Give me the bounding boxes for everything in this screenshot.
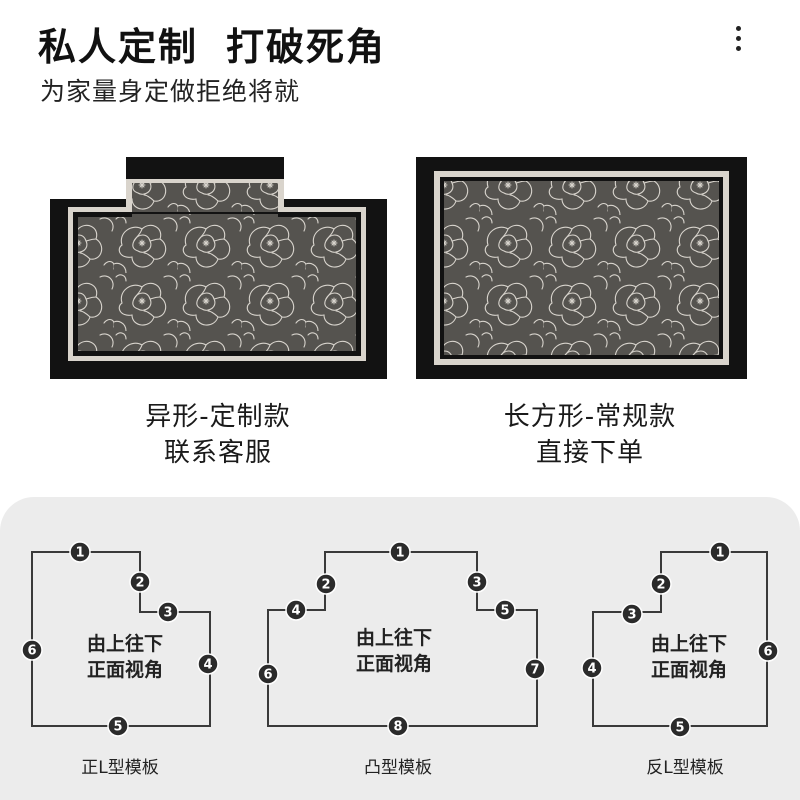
template-name-l: 正L型模板 — [81, 758, 159, 778]
template-outline-reverse-l — [592, 551, 768, 727]
marker-badge-5: 5 — [494, 599, 516, 621]
template-instruction-convex: 由上往下 正面视角 — [329, 625, 459, 677]
marker-label: 6 — [27, 644, 36, 659]
marker-badge-6: 6 — [257, 663, 279, 685]
marker-badge-6: 6 — [21, 639, 43, 661]
caption-line-1: 长方形-常规款 — [503, 402, 677, 432]
title-part-2: 打破死角 — [226, 25, 387, 69]
marker-label: 1 — [715, 546, 724, 561]
product-caption-rectangle: 长方形-常规款 直接下单 — [452, 399, 728, 471]
marker-label: 3 — [627, 608, 636, 623]
caption-line-2: 联系客服 — [163, 438, 272, 468]
marker-badge-1: 1 — [709, 541, 731, 563]
marker-badge-4: 4 — [581, 657, 603, 679]
marker-label: 3 — [163, 606, 172, 621]
vertical-dots-icon — [735, 25, 741, 31]
marker-badge-2: 2 — [129, 571, 151, 593]
template-name-convex: 凸型模板 — [364, 758, 432, 778]
more-options-button[interactable] — [722, 20, 754, 56]
marker-badge-5: 5 — [669, 716, 691, 738]
template-outline-l — [31, 551, 211, 727]
marker-badge-6: 6 — [757, 640, 779, 662]
marker-label: 1 — [75, 546, 84, 561]
marker-badge-4: 4 — [285, 599, 307, 621]
template-name-reverse-l: 反L型模板 — [646, 758, 724, 778]
vertical-dots-icon-dot — [735, 35, 741, 41]
caption-line-1: 异形-定制款 — [145, 402, 291, 432]
instruction-line-1: 由上往下 — [355, 627, 432, 649]
marker-label: 1 — [395, 546, 404, 561]
product-caption-irregular: 异形-定制款 联系客服 — [80, 399, 356, 471]
marker-label: 2 — [321, 578, 330, 593]
marker-badge-1: 1 — [69, 541, 91, 563]
instruction-line-2: 正面视角 — [355, 653, 432, 675]
marker-badge-4: 4 — [197, 653, 219, 675]
marker-label: 7 — [530, 663, 539, 678]
rectangle-rug-image — [416, 157, 747, 379]
page-subtitle: 为家量身定做拒绝将就 — [40, 77, 301, 106]
marker-label: 8 — [393, 720, 402, 735]
instruction-line-2: 正面视角 — [86, 659, 163, 681]
marker-label: 4 — [291, 604, 300, 619]
marker-badge-7: 7 — [524, 658, 546, 680]
marker-label: 5 — [113, 720, 122, 735]
marker-label: 3 — [472, 576, 481, 591]
marker-badge-3: 3 — [621, 603, 643, 625]
instruction-line-2: 正面视角 — [650, 659, 727, 681]
marker-label: 2 — [135, 576, 144, 591]
marker-badge-3: 3 — [157, 601, 179, 623]
marker-label: 6 — [763, 645, 772, 660]
caption-line-2: 直接下单 — [535, 438, 644, 468]
irregular-rug-image — [50, 157, 387, 379]
marker-label: 6 — [263, 668, 272, 683]
marker-label: 5 — [500, 604, 509, 619]
instruction-line-1: 由上往下 — [650, 633, 727, 655]
marker-badge-2: 2 — [650, 573, 672, 595]
page-title: 私人定制打破死角 — [38, 16, 386, 71]
instruction-line-1: 由上往下 — [86, 633, 163, 655]
template-instruction-l: 由上往下 正面视角 — [60, 631, 190, 683]
template-instruction-reverse-l: 由上往下 正面视角 — [624, 631, 754, 683]
marker-label: 4 — [587, 662, 596, 677]
title-part-1: 私人定制 — [38, 25, 199, 69]
marker-label: 5 — [675, 721, 684, 736]
marker-badge-8: 8 — [387, 715, 409, 737]
vertical-dots-icon-dot — [735, 45, 741, 51]
marker-badge-5: 5 — [107, 715, 129, 737]
marker-label: 4 — [203, 658, 212, 673]
marker-badge-1: 1 — [389, 541, 411, 563]
marker-badge-3: 3 — [466, 571, 488, 593]
marker-badge-2: 2 — [315, 573, 337, 595]
marker-label: 2 — [656, 578, 665, 593]
